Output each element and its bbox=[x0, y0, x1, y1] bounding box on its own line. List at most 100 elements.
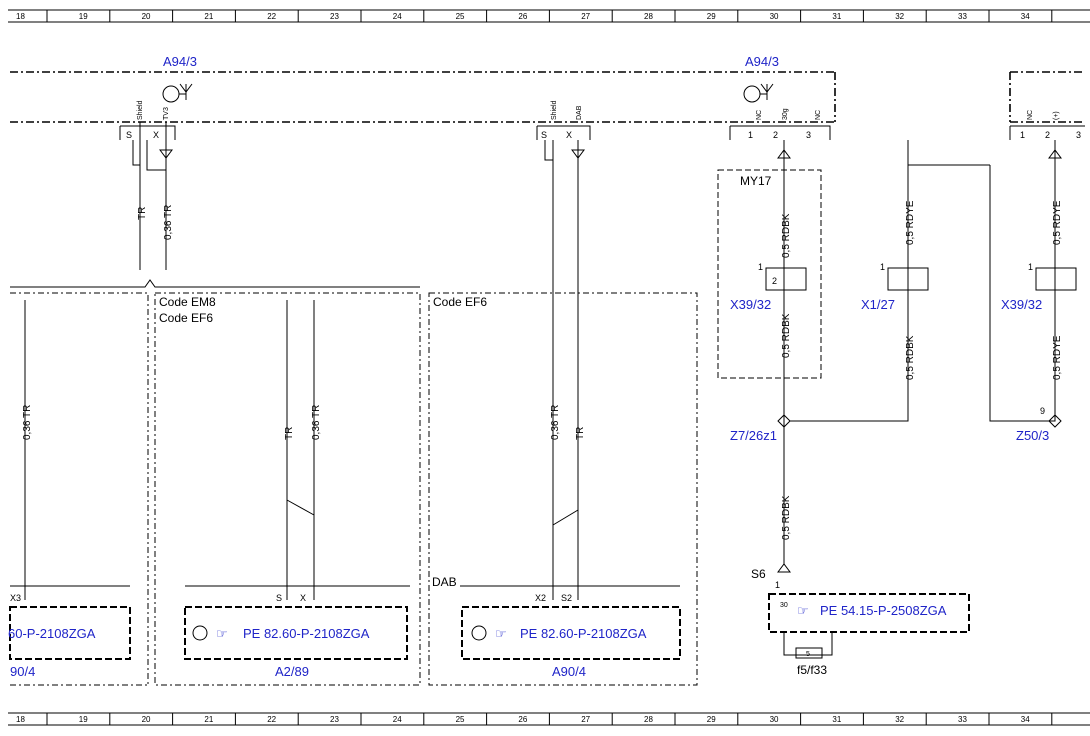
pin-tag: TV3 bbox=[163, 107, 170, 120]
a94-3-left-boundary bbox=[10, 71, 836, 123]
antenna-transistor-left bbox=[162, 85, 180, 103]
wire-label: 0,5 RDBK bbox=[781, 313, 792, 358]
grid-column-number: 34 bbox=[1021, 12, 1030, 21]
grid-column-number: 21 bbox=[204, 715, 213, 724]
hand-pointer-icon: ☞ bbox=[495, 626, 507, 641]
z50-junction bbox=[1048, 414, 1062, 428]
component-a94-3-right: A94/3 bbox=[745, 54, 779, 69]
grid-column-number: 30 bbox=[770, 715, 779, 724]
fuse-reference: f5/f33 bbox=[797, 663, 827, 677]
wire-label: TR bbox=[575, 427, 586, 440]
code-ef6-label-a: Code EF6 bbox=[159, 311, 213, 325]
connector-right-top bbox=[729, 125, 831, 140]
x1-27-connector bbox=[887, 267, 929, 291]
code-em8-label: Code EM8 bbox=[159, 295, 216, 309]
pin-label: 1 bbox=[1020, 130, 1025, 140]
grid-column-number: 28 bbox=[644, 715, 653, 724]
z7-junction bbox=[777, 414, 791, 428]
grid-column-number: 22 bbox=[267, 715, 276, 724]
pin-label: 3 bbox=[806, 130, 811, 140]
left-partial-box bbox=[10, 292, 149, 686]
wire-label: 0,5 RDBK bbox=[905, 335, 916, 380]
wire-label: 0,5 RDBK bbox=[781, 495, 792, 540]
wire-label: 0,36 TR bbox=[22, 405, 33, 440]
grid-column-number: 23 bbox=[330, 12, 339, 21]
grid-column-number: 25 bbox=[456, 715, 465, 724]
pin-label: S bbox=[276, 593, 282, 603]
antenna-transistor-right bbox=[743, 85, 761, 103]
pin-label: X2 bbox=[535, 593, 546, 603]
grid-column-number: 33 bbox=[958, 715, 967, 724]
grid-column-number: 32 bbox=[895, 715, 904, 724]
grid-column-number: 30 bbox=[770, 12, 779, 21]
code-ef6-box bbox=[428, 292, 698, 686]
pin-tag: NC bbox=[1027, 110, 1034, 120]
pe-box-2 bbox=[184, 606, 408, 660]
pe-reference-1: 60-P-2108ZGA bbox=[8, 626, 96, 641]
fuse-f5 bbox=[795, 647, 823, 659]
x39-32-right-connector bbox=[1035, 267, 1077, 291]
pin-tag: 30g bbox=[782, 108, 789, 120]
pin-label: X3 bbox=[10, 593, 21, 603]
transistor-icon bbox=[192, 625, 487, 641]
pin-label: 2 bbox=[772, 276, 777, 286]
grid-column-number: 27 bbox=[581, 12, 590, 21]
pe-reference-2: PE 82.60-P-2108ZGA bbox=[243, 626, 370, 641]
my17-label: MY17 bbox=[740, 174, 772, 188]
pin-label: 3 bbox=[1076, 130, 1081, 140]
pin-tag: Shield bbox=[137, 100, 144, 120]
right-module-boundary bbox=[1009, 71, 1085, 123]
component-a90-4: A90/4 bbox=[552, 664, 586, 679]
pin-label: 9 bbox=[1040, 406, 1045, 416]
grid-column-number: 21 bbox=[204, 12, 213, 21]
connector-left-top bbox=[119, 125, 176, 140]
pin-label: 1 bbox=[880, 262, 885, 272]
pin-tag: (+) bbox=[1053, 111, 1060, 120]
grid-column-number: 18 bbox=[16, 12, 25, 21]
grid-column-number: 23 bbox=[330, 715, 339, 724]
pin-label: X bbox=[566, 130, 572, 140]
component-a90-4-partial: 90/4 bbox=[10, 664, 35, 679]
component-x39-32-right: X39/32 bbox=[1001, 297, 1042, 312]
wire-label: 0,5 RDYE bbox=[1052, 335, 1063, 380]
pin-tag: Shield bbox=[551, 100, 558, 120]
pin-label: 2 bbox=[773, 130, 778, 140]
pin-tag: DAB bbox=[576, 105, 583, 120]
pe-box-4 bbox=[768, 593, 970, 633]
pe-box-1 bbox=[9, 606, 131, 660]
grid-column-number: 31 bbox=[832, 715, 841, 724]
component-x39-32-left: X39/32 bbox=[730, 297, 771, 312]
grid-column-number: 22 bbox=[267, 12, 276, 21]
grid-column-number: 29 bbox=[707, 12, 716, 21]
dab-label: DAB bbox=[432, 575, 457, 589]
grid-column-number: 33 bbox=[958, 12, 967, 21]
component-a94-3-left: A94/3 bbox=[163, 54, 197, 69]
grid-column-number: 31 bbox=[832, 12, 841, 21]
pin-label: 5 bbox=[806, 651, 810, 658]
grid-column-number: 32 bbox=[895, 12, 904, 21]
wire-label: 0,5 RDYE bbox=[1052, 200, 1063, 245]
my17-box bbox=[717, 169, 822, 379]
hand-pointer-icon: ☞ bbox=[797, 603, 809, 618]
wire-rdye-right bbox=[989, 140, 1056, 422]
grid-column-number: 29 bbox=[707, 715, 716, 724]
component-z7-26z1: Z7/26z1 bbox=[730, 428, 777, 443]
grid-column-number: 18 bbox=[16, 715, 25, 724]
component-x1-27: X1/27 bbox=[861, 297, 895, 312]
grid-column-number: 24 bbox=[393, 12, 402, 21]
wire-label: 0,36 TR bbox=[550, 405, 561, 440]
pin-label: 1 bbox=[758, 262, 763, 272]
pin-label: X bbox=[300, 593, 306, 603]
grid-column-number: 27 bbox=[581, 715, 590, 724]
component-z50-3: Z50/3 bbox=[1016, 428, 1049, 443]
pin-label: S bbox=[541, 130, 547, 140]
pin-label: S2 bbox=[561, 593, 572, 603]
s6-label: S6 bbox=[751, 567, 766, 581]
wire-label: 0,5 RDYE bbox=[905, 200, 916, 245]
grid-column-number: 34 bbox=[1021, 715, 1030, 724]
pin-label: X bbox=[153, 130, 159, 140]
x39-32-left-connector bbox=[765, 267, 807, 291]
